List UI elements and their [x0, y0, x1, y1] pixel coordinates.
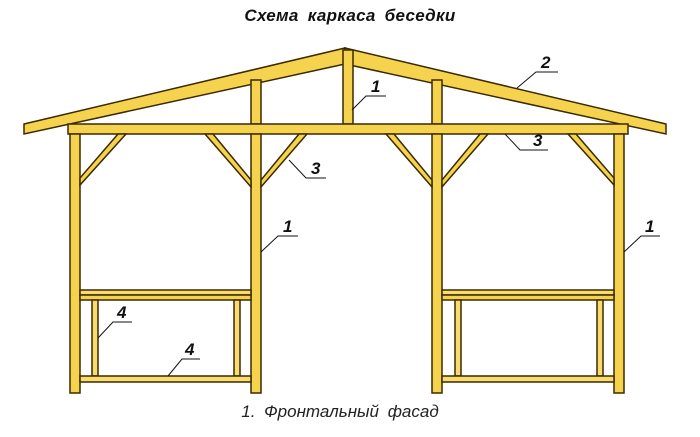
brace-3	[260, 133, 309, 190]
top-beam	[67, 123, 629, 135]
label-post-left-inner: 1	[283, 217, 292, 236]
label-top-beam: 3	[533, 131, 543, 150]
brace-2	[203, 133, 252, 190]
diagram-caption: 1. Фронтальный фасад	[241, 402, 439, 421]
rafter-left	[23, 47, 346, 135]
rail-bottom-right	[441, 375, 615, 383]
leader-top-beam	[504, 133, 548, 151]
label-rail-vertical: 4	[116, 303, 127, 322]
label-post-right-outer: 1	[645, 217, 654, 236]
brace-5	[441, 133, 490, 190]
label-rail-bottom: 4	[184, 340, 195, 359]
rail-vert-left-a	[91, 299, 99, 377]
rail-vert-right-a	[454, 299, 462, 377]
brace-4	[384, 133, 433, 190]
leader-post-center	[351, 95, 386, 111]
rafter-right	[344, 47, 667, 135]
leader-rafter	[516, 71, 558, 89]
post-outer-right	[613, 133, 625, 394]
label-post-center: 1	[371, 77, 380, 96]
rail-vert-left-b	[233, 299, 241, 377]
leader-rail-vertical	[97, 321, 132, 339]
label-brace: 3	[311, 159, 321, 178]
post-inner-left	[250, 133, 262, 394]
rail-vert-right-b	[596, 299, 604, 377]
brace-6	[566, 133, 615, 187]
leader-post-right-outer	[623, 235, 660, 253]
rail-top-right-b	[441, 294, 615, 301]
brace-1	[79, 133, 128, 187]
leader-brace	[288, 159, 326, 179]
rail-bottom-left	[79, 375, 252, 383]
ridge-post	[342, 49, 354, 125]
label-rafter: 2	[540, 53, 551, 72]
post-upper-left	[250, 79, 262, 125]
rail-top-left-b	[79, 294, 252, 301]
post-upper-right	[431, 79, 443, 125]
post-inner-right	[431, 133, 443, 394]
leader-rail-bottom	[167, 358, 200, 377]
post-outer-left	[69, 133, 81, 394]
diagram-title: Схема каркаса беседки	[244, 6, 456, 25]
leader-post-left-inner	[260, 235, 298, 253]
